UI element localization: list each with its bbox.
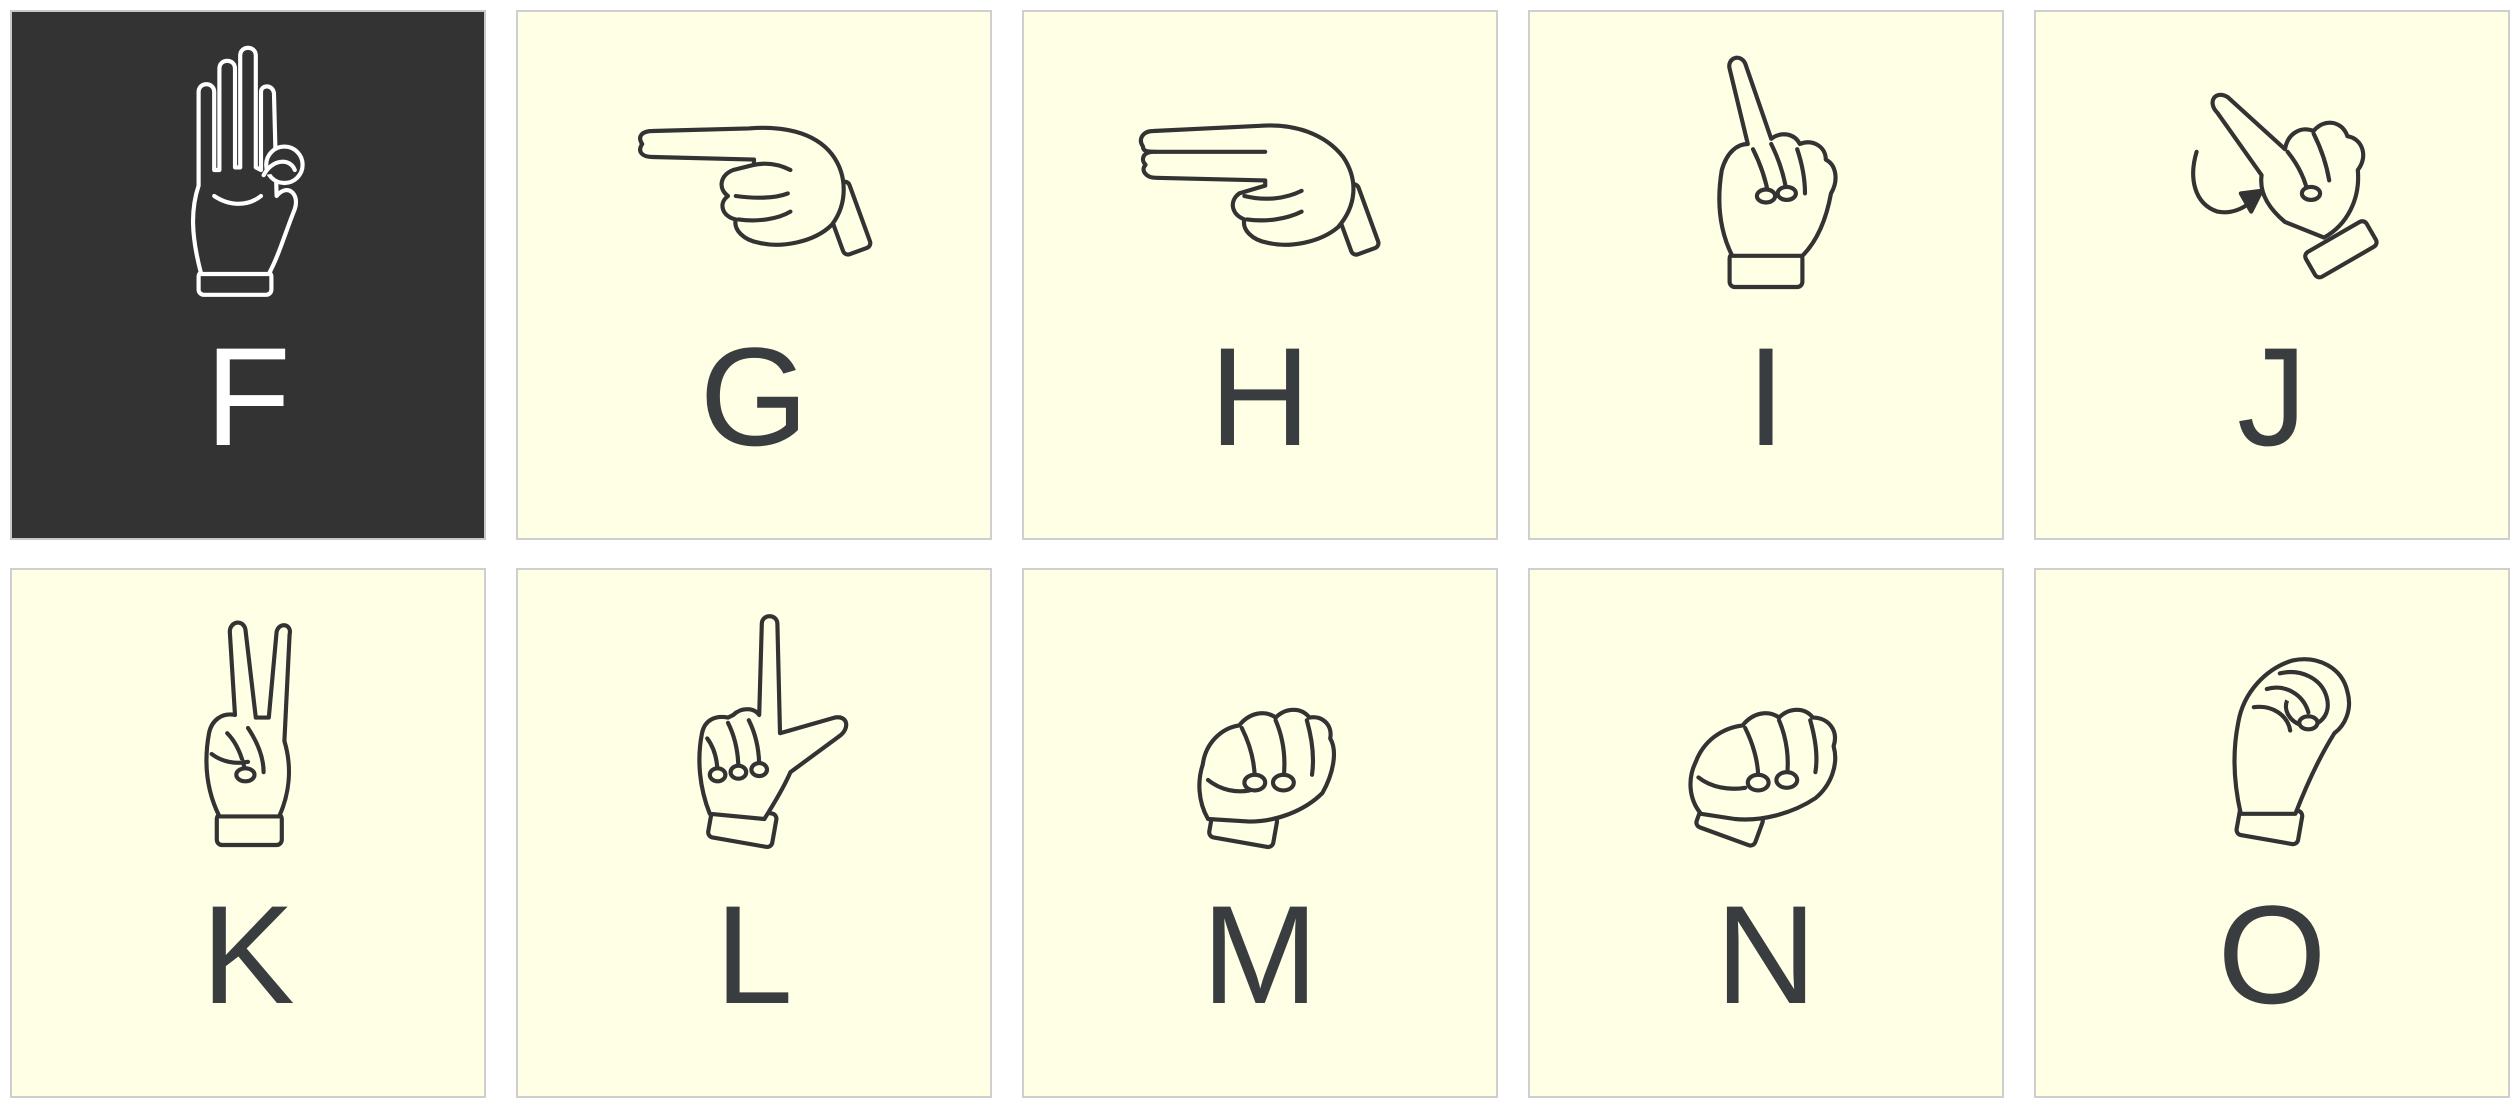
letter-card-grid: F G H: [10, 10, 2510, 1098]
letter-label: F: [205, 318, 291, 475]
asl-n-hand-icon: [1636, 598, 1896, 858]
letter-card-j[interactable]: J: [2034, 10, 2510, 540]
asl-l-hand-icon: [624, 598, 884, 858]
letter-label: L: [715, 876, 793, 1033]
letter-card-g[interactable]: G: [516, 10, 992, 540]
letter-label: N: [1715, 876, 1817, 1033]
letter-label: H: [1209, 318, 1311, 475]
asl-o-hand-icon: [2142, 598, 2402, 858]
letter-label: G: [699, 318, 809, 475]
asl-f-hand-icon: [118, 40, 378, 300]
asl-m-hand-icon: [1130, 598, 1390, 858]
asl-h-hand-icon: [1130, 40, 1390, 300]
asl-k-hand-icon: [118, 598, 378, 858]
asl-j-hand-icon: [2142, 40, 2402, 300]
letter-label: O: [2217, 876, 2327, 1033]
asl-g-hand-icon: [624, 40, 884, 300]
letter-card-k[interactable]: K: [10, 568, 486, 1098]
letter-card-m[interactable]: M: [1022, 568, 1498, 1098]
letter-card-h[interactable]: H: [1022, 10, 1498, 540]
asl-i-hand-icon: [1636, 40, 1896, 300]
letter-label: I: [1746, 318, 1786, 475]
letter-card-n[interactable]: N: [1528, 568, 2004, 1098]
letter-card-f[interactable]: F: [10, 10, 486, 540]
letter-card-l[interactable]: L: [516, 568, 992, 1098]
letter-label: K: [201, 876, 295, 1033]
letter-card-i[interactable]: I: [1528, 10, 2004, 540]
letter-label: M: [1201, 876, 1319, 1033]
letter-card-o[interactable]: O: [2034, 568, 2510, 1098]
letter-label: J: [2237, 318, 2307, 475]
